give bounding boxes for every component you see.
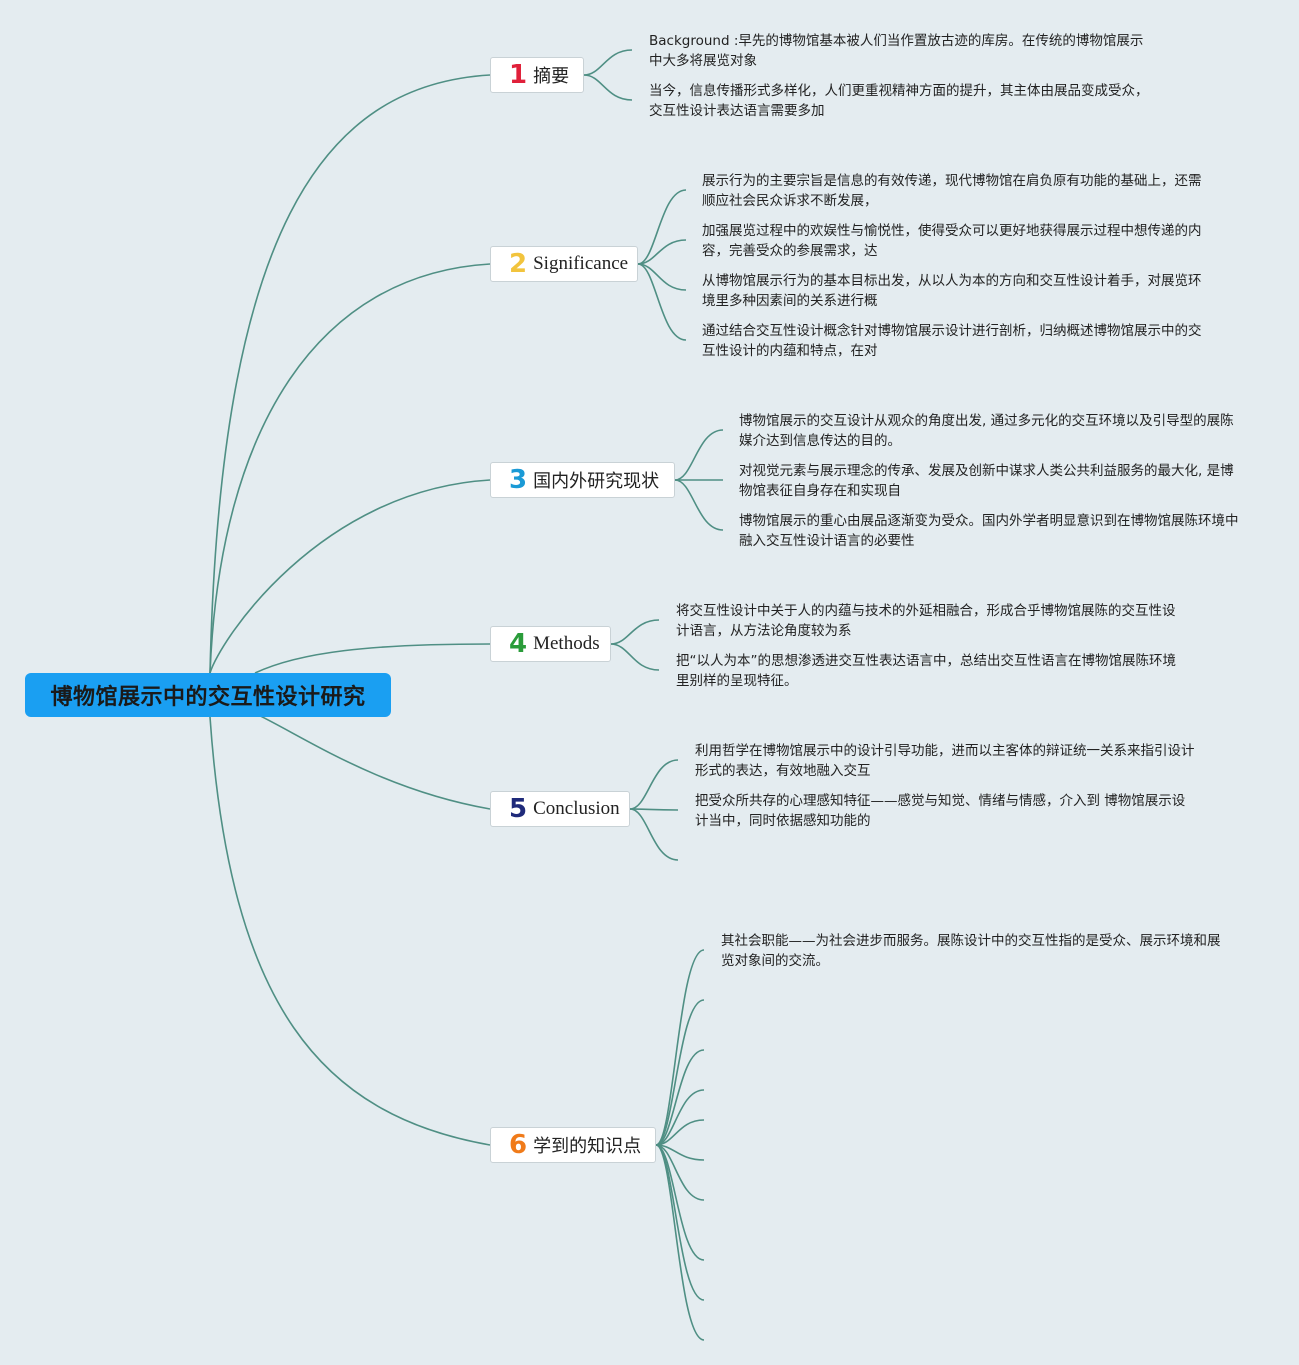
leaf-link	[637, 263, 687, 291]
topic-conclusion[interactable]: 5 Conclusion	[490, 791, 630, 827]
topic-research-status[interactable]: 3 国内外研究现状	[490, 462, 675, 498]
branch-link	[254, 643, 491, 674]
leaf-link	[637, 189, 687, 265]
number-4-icon: 4	[509, 629, 528, 659]
leaf-link	[629, 808, 679, 811]
number-3-icon: 3	[509, 465, 528, 495]
number-2-icon: 2	[509, 249, 528, 279]
leaf-research-3[interactable]: 博物馆展示的重心由展品逐渐变为受众。国内外学者明显意识到在博物馆展陈环境中融入交…	[739, 513, 1239, 549]
leaf-link	[610, 619, 660, 645]
number-1-icon: 1	[509, 60, 528, 90]
leaf-link	[637, 263, 687, 341]
topic-significance[interactable]: 2 Significance	[490, 246, 638, 282]
topic-summary[interactable]: 1 摘要	[490, 57, 584, 93]
leaf-link	[637, 239, 687, 265]
topic-learned-points[interactable]: 6 学到的知识点	[490, 1127, 656, 1163]
leaf-link	[655, 1119, 705, 1146]
topic-label: 国内外研究现状	[533, 471, 660, 492]
leaf-significance-1[interactable]: 展示行为的主要宗旨是信息的有效传递，现代博物馆在肩负原有功能的基础上，还需顺应社…	[702, 173, 1202, 209]
topic-label: Significance	[533, 253, 629, 274]
topic-methods[interactable]: 4 Methods	[490, 626, 611, 662]
leaf-link	[583, 49, 633, 76]
leaf-conclusion-2[interactable]: 把受众所共存的心理感知特征——感觉与知觉、情绪与情感，介入到 博物馆展示设计当中…	[695, 793, 1186, 829]
topic-label: 学到的知识点	[533, 1136, 642, 1157]
branch-link	[209, 74, 491, 674]
topic-label: Conclusion	[533, 798, 620, 819]
number-6-icon: 6	[509, 1130, 528, 1160]
topic-label: Methods	[533, 633, 600, 654]
leaf-methods-2[interactable]: 把“以人为本”的思想渗透进交互性表达语言中，总结出交互性语言在博物馆展陈环境里别…	[676, 653, 1176, 689]
leaf-link	[655, 1144, 705, 1301]
leaf-research-1[interactable]: 博物馆展示的交互设计从观众的角度出发, 通过多元化的交互环境以及引导型的展陈媒介…	[739, 413, 1234, 449]
leaf-link	[629, 759, 679, 810]
leaf-conclusion-1[interactable]: 利用哲学在博物馆展示中的设计引导功能，进而以主客体的辩证统一关系来指引设计形式的…	[695, 743, 1195, 779]
leaf-significance-4[interactable]: 通过结合交互性设计概念针对博物馆展示设计进行剖析，归纳概述博物馆展示中的交互性设…	[702, 323, 1202, 359]
leaf-significance-3[interactable]: 从博物馆展示行为的基本目标出发，从以人为本的方向和交互性设计着手，对展览环境里多…	[702, 273, 1202, 309]
leaf-link	[655, 949, 705, 1146]
branch-link	[209, 716, 491, 1146]
number-5-icon: 5	[509, 794, 528, 824]
root-topic[interactable]: 博物馆展示中的交互性设计研究	[25, 673, 391, 717]
branch-link	[209, 263, 491, 674]
leaf-link	[655, 1144, 705, 1341]
leaf-research-2[interactable]: 对视觉元素与展示理念的传承、发展及创新中谋求人类公共利益服务的最大化, 是博物馆…	[739, 463, 1234, 499]
leaf-significance-2[interactable]: 加强展览过程中的欢娱性与愉悦性，使得受众可以更好地获得展示过程中想传递的内容，完…	[702, 223, 1202, 259]
leaf-link	[674, 429, 724, 481]
leaf-link	[674, 479, 724, 531]
leaf-link	[655, 1049, 705, 1146]
root-topic-label: 博物馆展示中的交互性设计研究	[50, 685, 366, 710]
leaf-summary-1[interactable]: Background :早先的博物馆基本被人们当作置放古迹的库房。在传统的博物馆…	[649, 33, 1144, 69]
leaf-link	[655, 1144, 705, 1201]
leaf-link	[655, 999, 705, 1146]
leaf-learned-1[interactable]: 其社会职能——为社会进步而服务。展陈设计中的交互性指的是受众、展示环境和展览对象…	[721, 933, 1221, 969]
leaf-methods-1[interactable]: 将交互性设计中关于人的内蕴与技术的外延相融合，形成合乎博物馆展陈的交互性设计语言…	[676, 603, 1176, 639]
leaf-link	[610, 643, 660, 671]
leaf-summary-2[interactable]: 当今，信息传播形式多样化，人们更重视精神方面的提升，其主体由展品变成受众，交互性…	[649, 83, 1149, 119]
leaf-link	[629, 808, 679, 861]
leaf-link	[583, 74, 633, 101]
topic-label: 摘要	[533, 66, 570, 87]
branch-link	[209, 479, 491, 674]
branch-link	[209, 704, 491, 810]
